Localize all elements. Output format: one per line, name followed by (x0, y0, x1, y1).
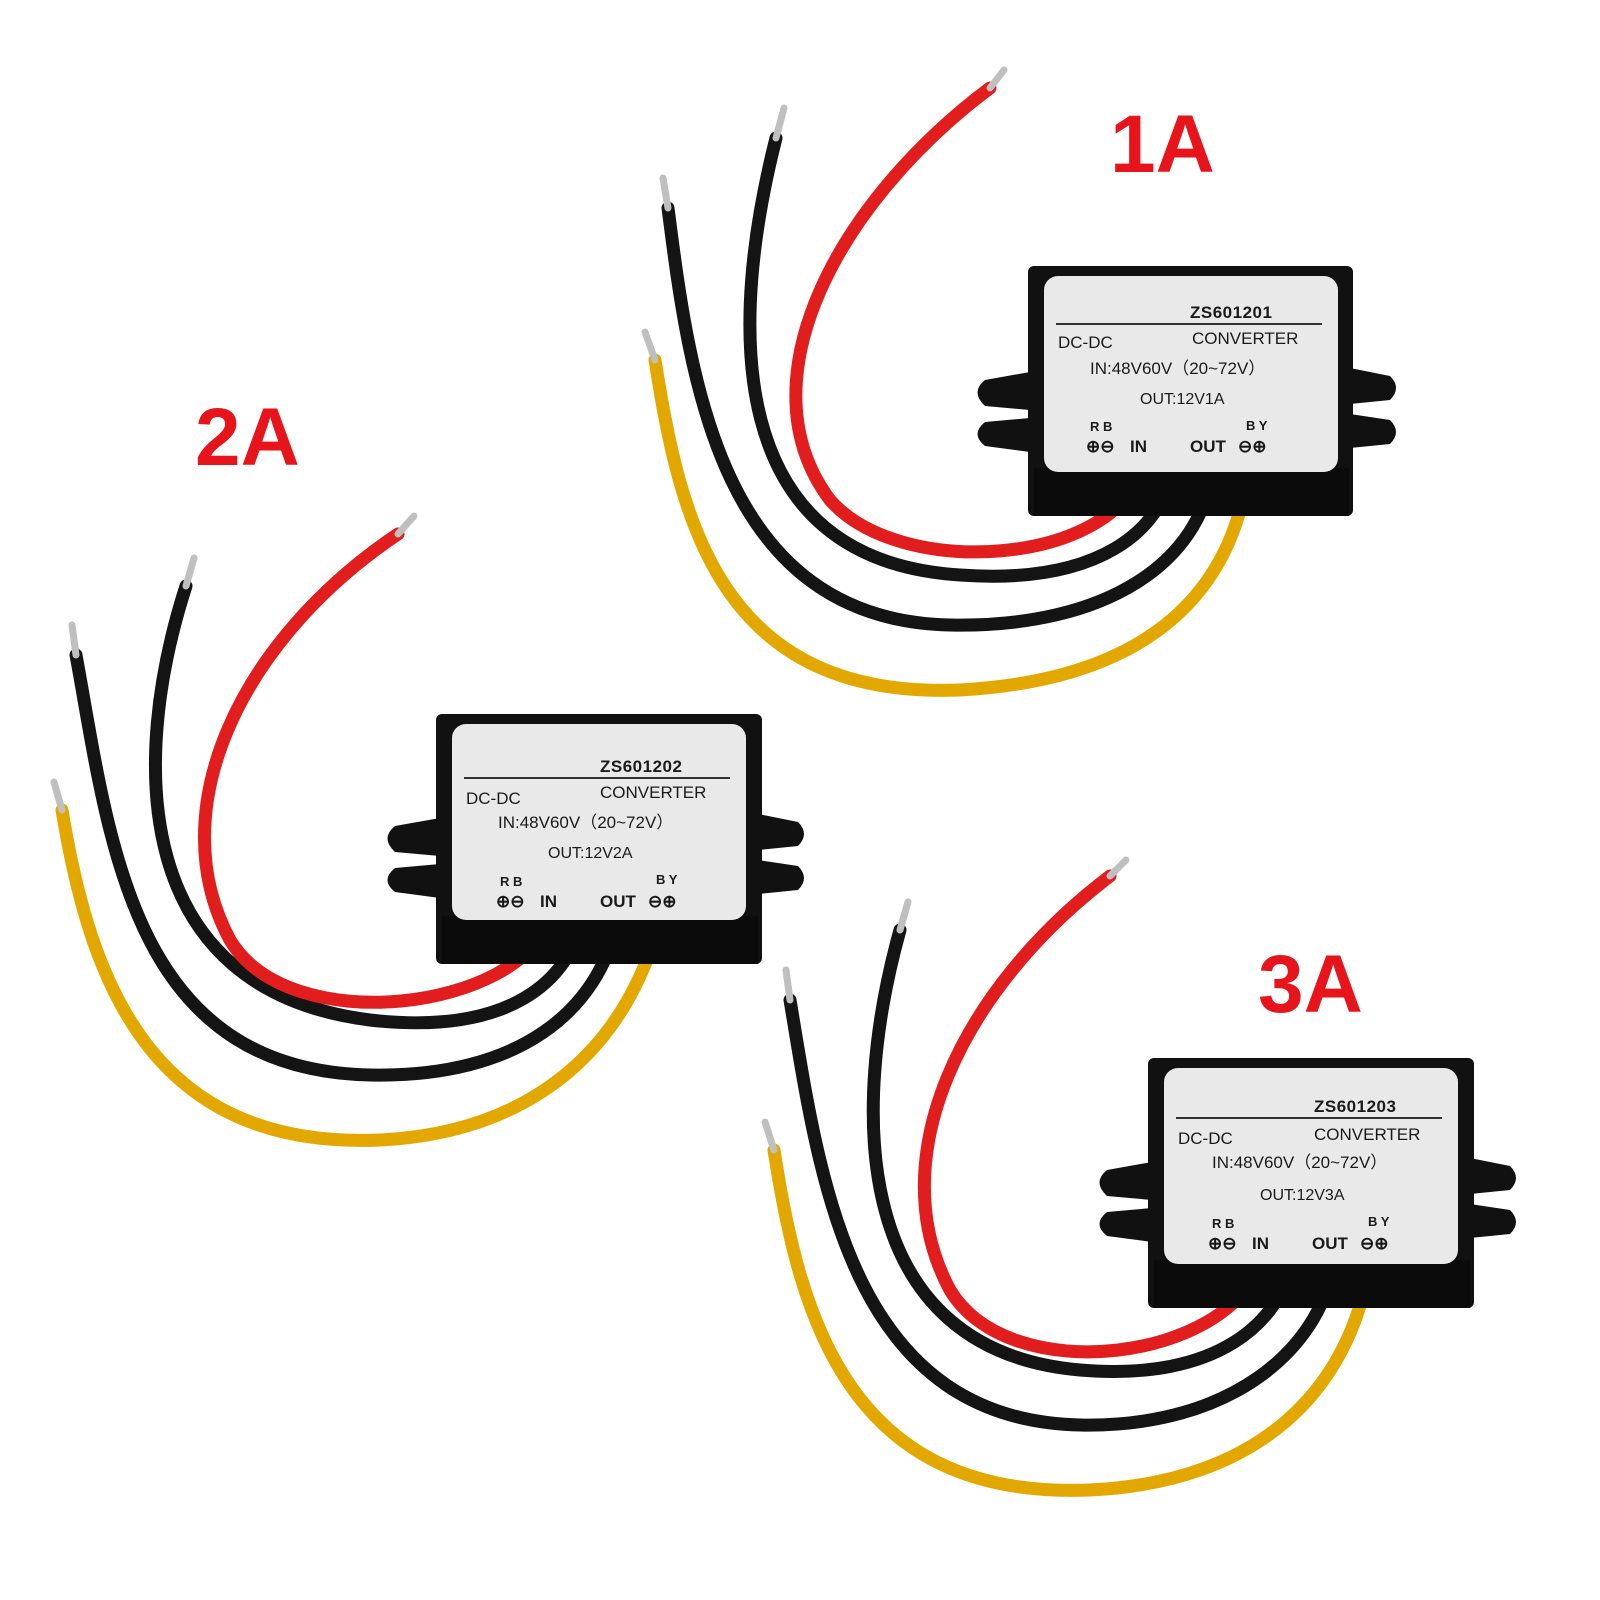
model-number: ZS601202 (600, 757, 682, 776)
output-spec: OUT:12V2A (548, 845, 633, 862)
pin-out-symbols: ⊖⊕ (648, 892, 677, 911)
wire-tip (761, 1118, 778, 1154)
wire-tip (782, 966, 794, 1004)
pin-in-symbols: ⊕⊖ (1208, 1234, 1237, 1253)
yellow-wire (767, 1143, 1377, 1497)
wire-tip (182, 554, 198, 590)
converter-3a: ZS601203 DC-DC CONVERTER IN:48V60V（20~72… (761, 856, 1516, 1497)
pin-in-symbols: ⊕⊖ (1086, 437, 1115, 456)
pin-in-letters: R B (1212, 1216, 1234, 1231)
wire-tip (1106, 856, 1130, 880)
size-label-2a: 2A (195, 392, 300, 483)
wires (50, 512, 667, 1147)
label-plate (452, 724, 746, 920)
pin-out-word: OUT (1190, 437, 1227, 456)
type-left: DC-DC (1058, 333, 1113, 352)
mounting-ear-left (387, 818, 440, 898)
pin-out-letters: B Y (656, 872, 678, 887)
converter-2a: ZS601202 DC-DC CONVERTER IN:48V60V（20~72… (50, 512, 804, 1147)
output-spec: OUT:12V3A (1260, 1187, 1345, 1204)
wire-tip (659, 174, 672, 212)
wire-tip (68, 621, 80, 659)
model-number: ZS601203 (1314, 1097, 1396, 1116)
type-right: CONVERTER (1314, 1125, 1420, 1144)
black-wire (69, 648, 625, 1082)
pin-out-letters: B Y (1246, 418, 1268, 433)
type-right: CONVERTER (1192, 329, 1298, 348)
pin-out-letters: B Y (1368, 1214, 1390, 1229)
mounting-ear-left (977, 372, 1030, 452)
type-left: DC-DC (1178, 1129, 1233, 1148)
black-wire (149, 579, 589, 1030)
red-wire (198, 527, 557, 1009)
pin-out-symbols: ⊖⊕ (1238, 437, 1267, 456)
pin-out-symbols: ⊖⊕ (1360, 1234, 1389, 1253)
type-left: DC-DC (466, 789, 521, 808)
wire-tip (896, 898, 912, 934)
input-spec: IN:48V60V（20~72V） (1212, 1153, 1387, 1172)
black-wire (661, 201, 1219, 632)
wires (641, 66, 1255, 697)
mounting-ear-right (1350, 368, 1396, 448)
mounting-ear-right (758, 814, 804, 894)
red-wire (917, 869, 1267, 1359)
converter-1a: ZS601201 DC-DC CONVERTER IN:48V60V（20~72… (641, 66, 1396, 697)
pin-out-word: OUT (1312, 1234, 1349, 1253)
wires (761, 856, 1377, 1497)
pin-in-letters: R B (1090, 419, 1112, 434)
yellow-wire (648, 353, 1255, 697)
mounting-ear-right (1470, 1158, 1516, 1238)
wire-tip (986, 66, 1008, 92)
wire-tip (641, 328, 659, 364)
wire-tip (50, 778, 66, 814)
black-wire (743, 131, 1179, 583)
pin-in-symbols: ⊕⊖ (496, 892, 525, 911)
size-label-3a: 3A (1258, 939, 1363, 1030)
pin-in-letters: R B (500, 874, 522, 889)
input-spec: IN:48V60V（20~72V） (498, 813, 673, 832)
input-spec: IN:48V60V（20~72V） (1090, 359, 1265, 378)
wire-tip (772, 104, 788, 142)
wire-tip (394, 512, 418, 538)
pin-in-word: IN (1130, 437, 1147, 456)
black-wire (866, 923, 1299, 1378)
pin-in-word: IN (1252, 1234, 1269, 1253)
size-label-1a: 1A (1110, 99, 1215, 190)
model-number: ZS601201 (1190, 303, 1272, 322)
type-right: CONVERTER (600, 783, 706, 802)
pin-out-word: OUT (600, 892, 637, 911)
body-bottom (1154, 1260, 1470, 1308)
yellow-wire (55, 803, 667, 1147)
body-bottom (1034, 468, 1349, 516)
output-spec: OUT:12V1A (1140, 391, 1225, 408)
red-wire (789, 81, 1147, 559)
body-bottom (442, 916, 758, 964)
mounting-ear-left (1099, 1162, 1152, 1242)
pin-in-word: IN (540, 892, 557, 911)
black-wire (783, 993, 1341, 1432)
